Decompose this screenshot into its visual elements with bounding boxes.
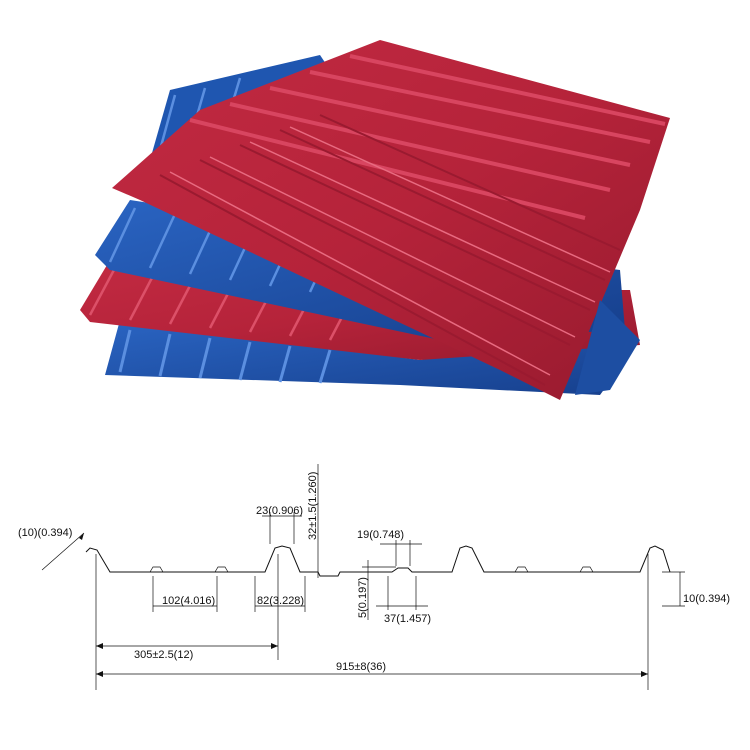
small-rib-top-dim: 19(0.748): [357, 529, 422, 566]
valley-label: 102(4.016): [162, 595, 215, 607]
rib-height-dim: 32±1.5(1.260): [307, 464, 319, 578]
profile-drawing: (10)(0.394) 23(0.906) 32±1.5(1.260) 19(0…: [18, 464, 730, 690]
blue-sheet-right-edge: [575, 300, 640, 395]
edge-thickness-dim: (10)(0.394): [18, 527, 85, 571]
pitch-label: 305±2.5(12): [134, 649, 193, 661]
small-rib-base-dim: 37(1.457): [376, 576, 431, 625]
valley-small-ribs: [149, 566, 594, 573]
end-height-label: 10(0.394): [683, 593, 730, 605]
rib-base-dim: 82(3.228): [254, 576, 306, 612]
small-rib-height-label: 5(0.197): [357, 577, 369, 618]
cover-width-dim: 915±8(36): [96, 554, 649, 690]
roofing-sheets-photo: [80, 40, 670, 400]
rib-top-dim: 23(0.906): [256, 505, 303, 544]
rib-base-label: 82(3.228): [257, 595, 304, 607]
pitch-dim: 305±2.5(12): [95, 554, 279, 690]
small-rib-base-label: 37(1.457): [384, 613, 431, 625]
cover-width-label: 915±8(36): [336, 661, 386, 673]
end-height-dim: 10(0.394): [662, 571, 730, 607]
rib-top-label: 23(0.906): [256, 505, 303, 517]
small-rib-top-label: 19(0.748): [357, 529, 404, 541]
sheet-profile: [85, 545, 671, 577]
valley-dim: 102(4.016): [152, 576, 218, 612]
red-sheet-top: [112, 40, 670, 400]
edge-thickness-label: (10)(0.394): [18, 527, 72, 539]
small-rib-height-dim: 5(0.197): [357, 560, 396, 620]
rib-height-label: 32±1.5(1.260): [307, 472, 319, 540]
